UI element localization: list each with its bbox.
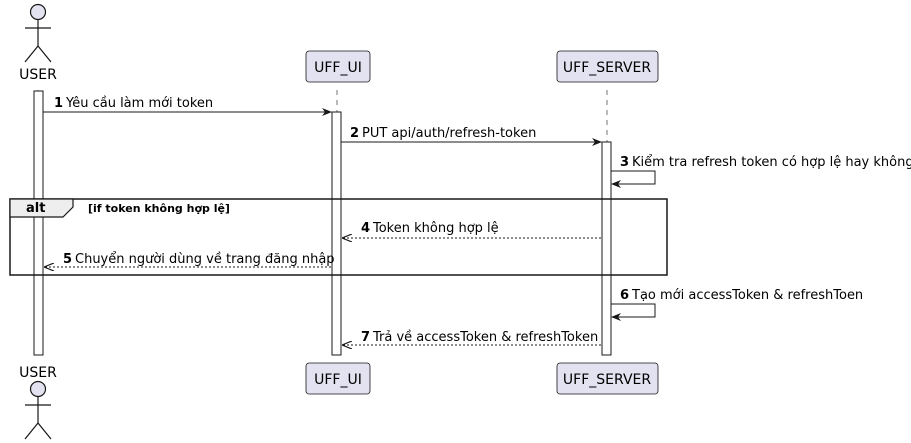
participant-server-bottom-label: UFF_SERVER <box>563 372 651 388</box>
participant-server-top <box>556 50 659 83</box>
message-5-number: 5 <box>63 252 72 267</box>
actor-head-icon <box>29 3 47 21</box>
actor-head-icon <box>29 380 47 398</box>
message-2-label: PUT api/auth/refresh-token <box>362 126 536 141</box>
participant-server-bottom <box>556 362 659 395</box>
participant-ui-top <box>305 50 371 83</box>
message-4-number: 4 <box>361 221 370 236</box>
message-2-number: 2 <box>350 126 359 141</box>
message-3-number: 3 <box>620 155 629 170</box>
message-6-label: Tạo mới accessToken & refreshToen <box>631 288 863 303</box>
message-6-number: 6 <box>620 288 629 303</box>
message-3-label: Kiểm tra refresh token có hợp lệ hay khô… <box>632 155 911 170</box>
actor-user-top-label: USER <box>19 67 57 83</box>
message-1-number: 1 <box>54 96 63 111</box>
participant-ui-bottom-label: UFF_UI <box>314 372 362 388</box>
actor-user-top <box>24 3 52 63</box>
alt-fragment-condition: [if token không hợp lệ] <box>88 202 230 215</box>
participant-ui-top-label: UFF_UI <box>314 60 362 76</box>
message-1-label: Yêu cầu làm mới token <box>65 96 213 111</box>
alt-fragment <box>9 198 668 276</box>
participant-server-top-label: UFF_SERVER <box>563 60 651 76</box>
message-5-label: Chuyển người dùng về trang đăng nhập <box>75 252 335 267</box>
actor-user-bottom <box>24 380 52 440</box>
activation-server <box>601 141 612 356</box>
message-7-label: Trả về accessToken & refreshToken <box>372 330 598 345</box>
message-3-arrow <box>611 170 656 188</box>
message-7-number: 7 <box>361 330 370 345</box>
activation-user <box>33 90 44 356</box>
alt-fragment-tab <box>9 198 74 218</box>
alt-fragment-operator: alt <box>26 201 45 216</box>
participant-ui-bottom <box>305 362 371 395</box>
message-4-label: Token không hợp lệ <box>372 221 499 236</box>
activation-ui <box>331 111 342 356</box>
message-6-arrow <box>611 303 656 321</box>
actor-user-bottom-label: USER <box>19 365 57 381</box>
